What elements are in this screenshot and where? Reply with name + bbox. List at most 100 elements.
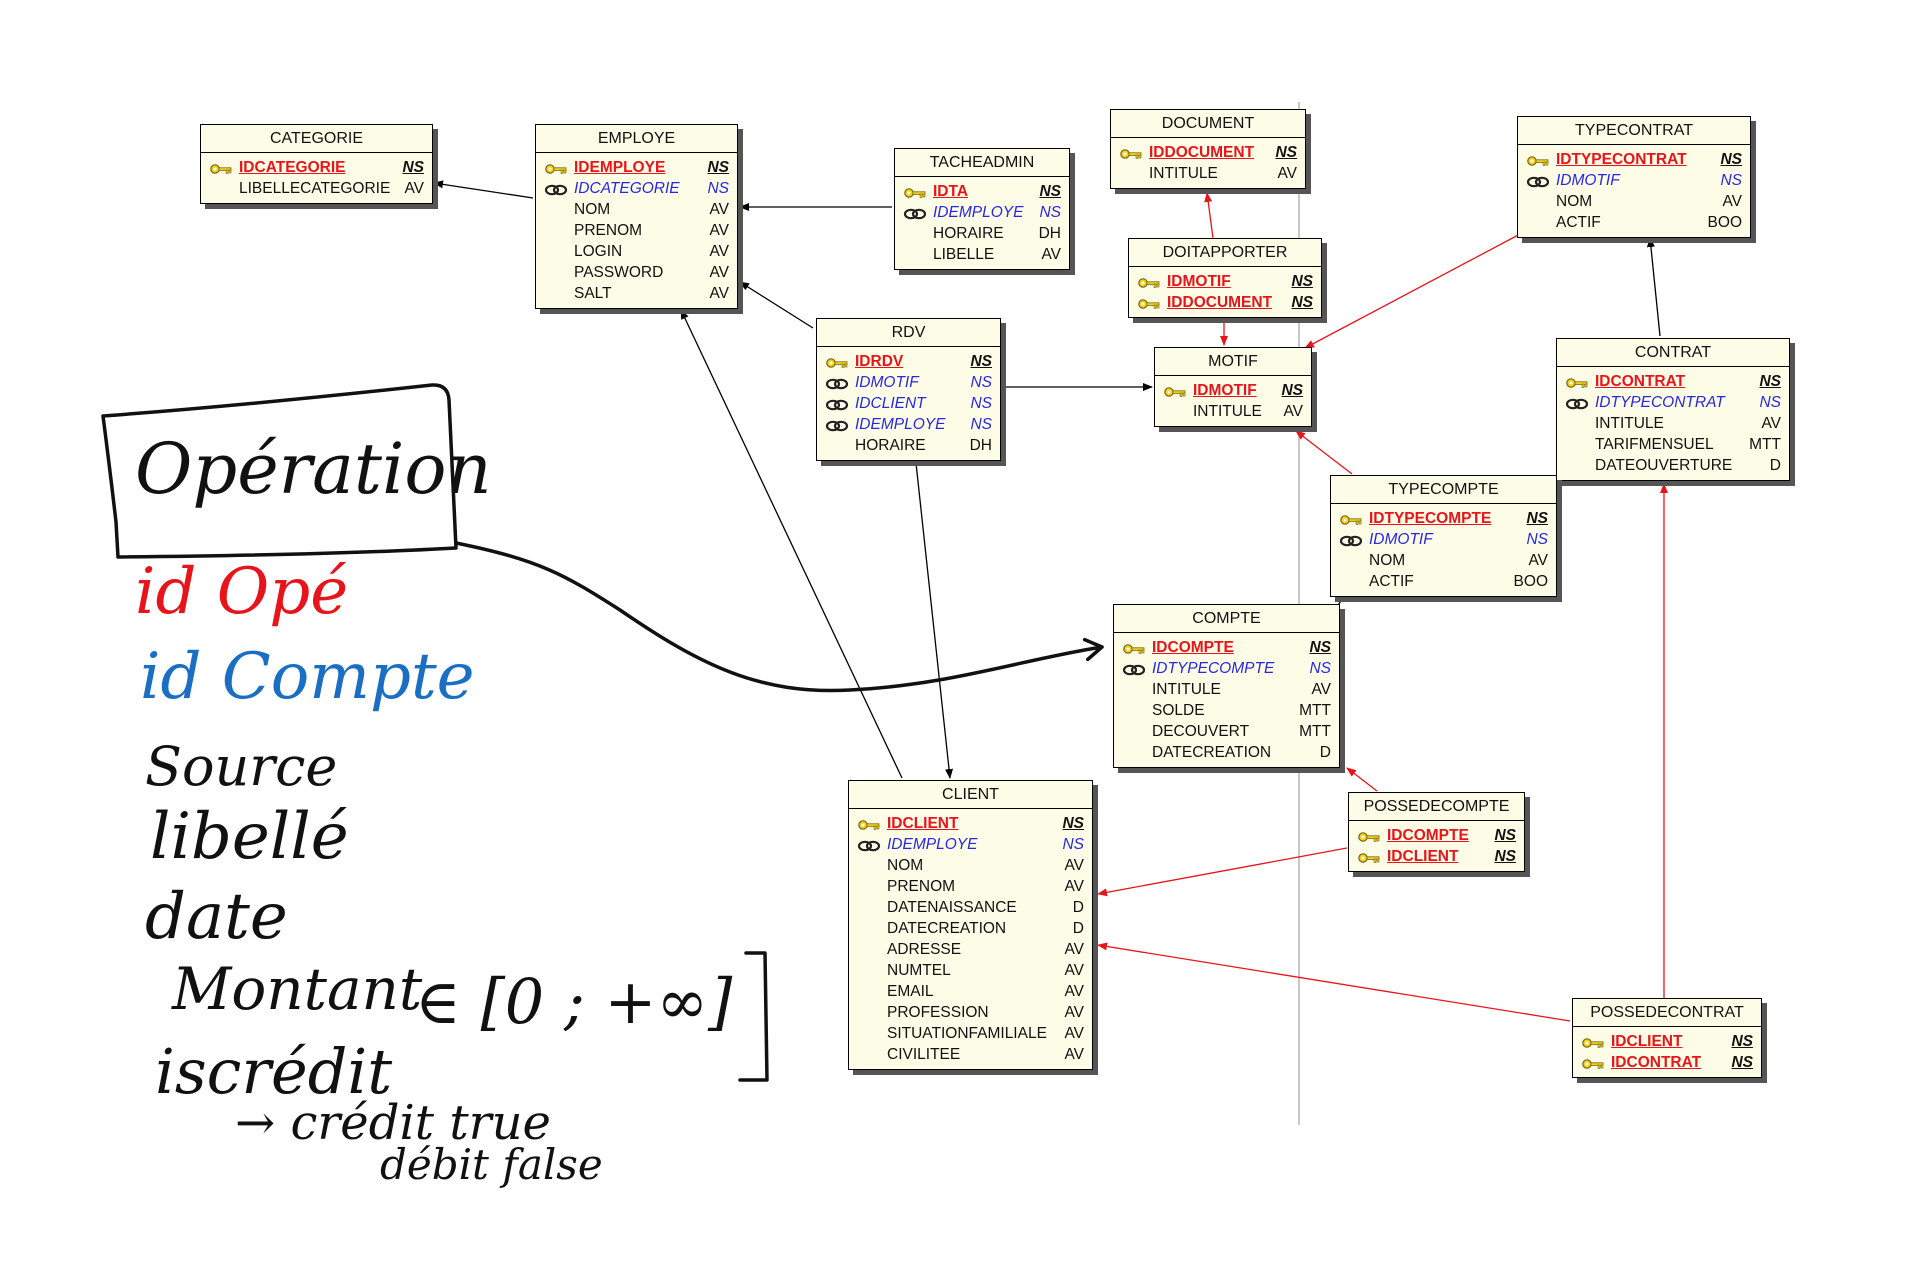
- attribute-type: NS: [1759, 394, 1781, 411]
- attribute-name: IDTYPECOMPTE: [1369, 510, 1492, 527]
- attribute-type: NS: [1731, 1054, 1753, 1071]
- attribute-type: MTT: [1299, 723, 1331, 740]
- attribute-type: NS: [1526, 531, 1548, 548]
- attribute-row[interactable]: IDRDV NS: [825, 351, 994, 372]
- attribute-type: NS: [1281, 382, 1303, 399]
- link-doitapporter-document: [1204, 192, 1214, 239]
- attribute-type: NS: [970, 353, 992, 370]
- link-icon: [857, 838, 881, 852]
- attribute-name: NUMTEL: [887, 962, 951, 979]
- key-icon: [1137, 296, 1161, 310]
- attribute-type: NS: [1039, 204, 1061, 221]
- entity-title: COMPTE: [1114, 605, 1339, 633]
- attribute-type: NS: [1494, 848, 1516, 865]
- attribute-name: IDTYPECOMPTE: [1152, 660, 1275, 677]
- attribute-name: PRENOM: [574, 222, 643, 239]
- attribute-name: ACTIF: [1556, 214, 1601, 231]
- attribute-name: LIBELLE: [933, 246, 995, 263]
- key-icon: [825, 355, 849, 369]
- link-icon: [903, 206, 927, 220]
- entity-title: TYPECOMPTE: [1331, 476, 1556, 504]
- attribute-name: IDCLIENT: [1611, 1033, 1683, 1050]
- attribute-name: IDRDV: [855, 353, 904, 370]
- link-typecompte-motif: [1295, 430, 1353, 475]
